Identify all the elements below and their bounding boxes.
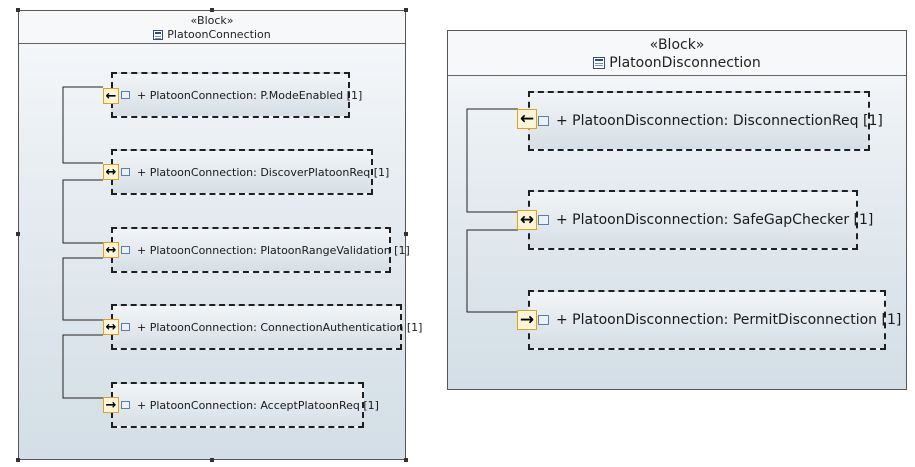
selection-handle[interactable]: [210, 458, 214, 462]
property-icon: [121, 246, 130, 254]
part-label: + PlatoonDisconnection: DisconnectionReq…: [556, 113, 883, 129]
part-property[interactable]: + PlatoonConnection: PlatoonRangeValidat…: [111, 227, 410, 273]
part-label: + PlatoonConnection: AcceptPlatoonReq [1…: [137, 398, 379, 412]
block-icon: [153, 30, 164, 40]
block-title: PlatoonDisconnection: [593, 54, 761, 72]
part-property[interactable]: + PlatoonDisconnection: SafeGapChecker […: [528, 190, 873, 250]
part-label: + PlatoonConnection: ConnectionAuthentic…: [137, 320, 423, 334]
part-property[interactable]: + PlatoonConnection: DiscoverPlatoonReq …: [111, 149, 389, 195]
port-in-arrow-icon[interactable]: ←: [517, 109, 537, 129]
block-title: PlatoonConnection: [153, 28, 271, 42]
port-inout-arrow-icon[interactable]: ↔: [103, 242, 119, 258]
port-inout-arrow-icon[interactable]: ↔: [103, 319, 119, 335]
part-property[interactable]: + PlatoonDisconnection: DisconnectionReq…: [528, 91, 883, 151]
part-label: + PlatoonDisconnection: SafeGapChecker […: [556, 212, 874, 228]
selection-handle[interactable]: [210, 8, 214, 12]
part-property[interactable]: + PlatoonConnection: AcceptPlatoonReq [1…: [111, 382, 379, 428]
block-name: PlatoonConnection: [167, 28, 271, 41]
port-inout-arrow-icon[interactable]: ↔: [103, 164, 119, 180]
port-in-arrow-icon[interactable]: ←: [103, 88, 119, 104]
block-name: PlatoonDisconnection: [609, 55, 761, 71]
block-stereotype: «Block»: [649, 37, 705, 53]
selection-handle[interactable]: [16, 458, 20, 462]
property-icon: [538, 215, 549, 225]
port-inout-arrow-icon[interactable]: ↔: [517, 210, 537, 230]
connector-line: [62, 334, 103, 399]
property-icon: [121, 323, 130, 331]
selection-handle[interactable]: [16, 8, 20, 12]
part-property[interactable]: + PlatoonConnection: P.ModeEnabled [1]: [111, 72, 362, 118]
port-out-arrow-icon[interactable]: →: [517, 310, 537, 330]
property-icon: [538, 315, 549, 325]
connector-line: [466, 108, 518, 213]
selection-handle[interactable]: [404, 232, 408, 236]
part-property[interactable]: + PlatoonConnection: ConnectionAuthentic…: [111, 304, 422, 350]
part-label: + PlatoonConnection: DiscoverPlatoonReq …: [137, 165, 390, 179]
part-property[interactable]: + PlatoonDisconnection: PermitDisconnect…: [528, 290, 901, 350]
property-icon: [121, 91, 130, 99]
property-icon: [538, 116, 549, 126]
selection-handle[interactable]: [404, 458, 408, 462]
selection-handle[interactable]: [404, 8, 408, 12]
part-label: + PlatoonConnection: PlatoonRangeValidat…: [137, 243, 410, 257]
connector-line: [62, 257, 103, 321]
block-header: «Block» PlatoonConnection: [19, 11, 405, 44]
connector-line: [62, 179, 103, 244]
connector-line: [62, 86, 103, 164]
block-stereotype: «Block»: [190, 14, 234, 27]
selection-handle[interactable]: [16, 232, 20, 236]
part-label: + PlatoonConnection: P.ModeEnabled [1]: [137, 88, 363, 102]
port-out-arrow-icon[interactable]: →: [103, 397, 119, 413]
block-icon: [593, 57, 606, 69]
connector-line: [466, 229, 518, 313]
part-label: + PlatoonDisconnection: PermitDisconnect…: [556, 312, 902, 328]
block-header: «Block» PlatoonDisconnection: [448, 31, 906, 76]
property-icon: [121, 168, 130, 176]
property-icon: [121, 401, 130, 409]
